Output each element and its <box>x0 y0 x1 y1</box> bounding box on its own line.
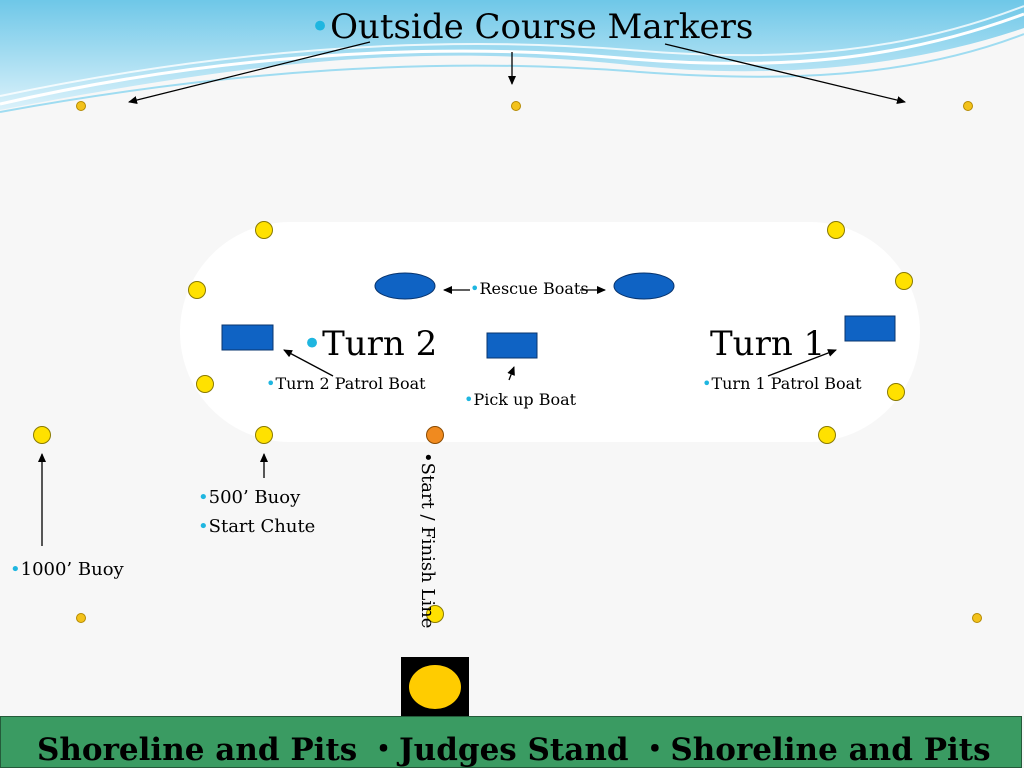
outside-marker <box>511 101 521 111</box>
start-chute-label: •Start Chute <box>198 516 316 537</box>
buoy <box>887 383 905 401</box>
shoreline-footer: Shoreline and Pits ・Judges Stand ・Shorel… <box>0 716 1022 768</box>
bullet-icon: • <box>266 374 276 393</box>
buoy1000-label: •1000’ Buoy <box>10 559 124 580</box>
footer-text: Shoreline and Pits ・Judges Stand ・Shorel… <box>37 732 991 768</box>
turn2-patrol-boat <box>221 324 274 351</box>
bullet-icon: • <box>470 279 480 298</box>
bullet-icon: • <box>198 516 209 537</box>
buoy <box>827 221 845 239</box>
turn2-label: •Turn 2 <box>302 324 438 364</box>
bullet-icon: • <box>198 487 209 508</box>
buoy <box>196 375 214 393</box>
arrow <box>128 41 371 104</box>
bullet-icon: • <box>302 324 323 364</box>
start-buoy <box>426 426 444 444</box>
bullet-icon: • <box>464 390 474 409</box>
outside-marker <box>963 101 973 111</box>
outside-marker <box>972 613 982 623</box>
start-finish-line-label: •Start / Finish Line <box>417 452 438 629</box>
buoy <box>188 281 206 299</box>
turn2-patrol-label: •Turn 2 Patrol Boat <box>266 374 426 393</box>
buoy <box>33 426 51 444</box>
arrow <box>507 366 515 381</box>
judges-stand-light <box>409 665 461 709</box>
bullet-icon: • <box>310 7 331 47</box>
wave-line-2 <box>0 5 1024 97</box>
rescue-boats-label: •Rescue Boats <box>470 279 589 298</box>
turn1-patrol-label: •Turn 1 Patrol Boat <box>702 374 862 393</box>
rescue-boat <box>613 272 675 300</box>
wave-line-3 <box>0 33 1024 113</box>
arrow <box>283 349 334 377</box>
buoy <box>255 221 273 239</box>
page-title: •Outside Course Markers <box>310 7 754 47</box>
buoy <box>255 426 273 444</box>
wave-line-1 <box>0 12 1024 106</box>
bullet-icon: • <box>417 452 438 463</box>
finish-buoy <box>426 605 444 623</box>
arrow <box>767 349 837 377</box>
bullet-icon: • <box>10 559 21 580</box>
pickup-boat-label: •Pick up Boat <box>464 390 577 409</box>
rescue-boat <box>374 272 436 300</box>
buoy500-label: •500’ Buoy <box>198 487 301 508</box>
turn1-label: Turn 1 <box>710 324 826 364</box>
buoy <box>818 426 836 444</box>
pickup-boat <box>486 332 538 359</box>
course-area <box>180 222 920 442</box>
buoy <box>895 272 913 290</box>
bullet-icon: • <box>702 374 712 393</box>
turn1-patrol-boat <box>844 315 896 342</box>
outside-marker <box>76 613 86 623</box>
arrow <box>664 43 906 105</box>
outside-marker <box>76 101 86 111</box>
